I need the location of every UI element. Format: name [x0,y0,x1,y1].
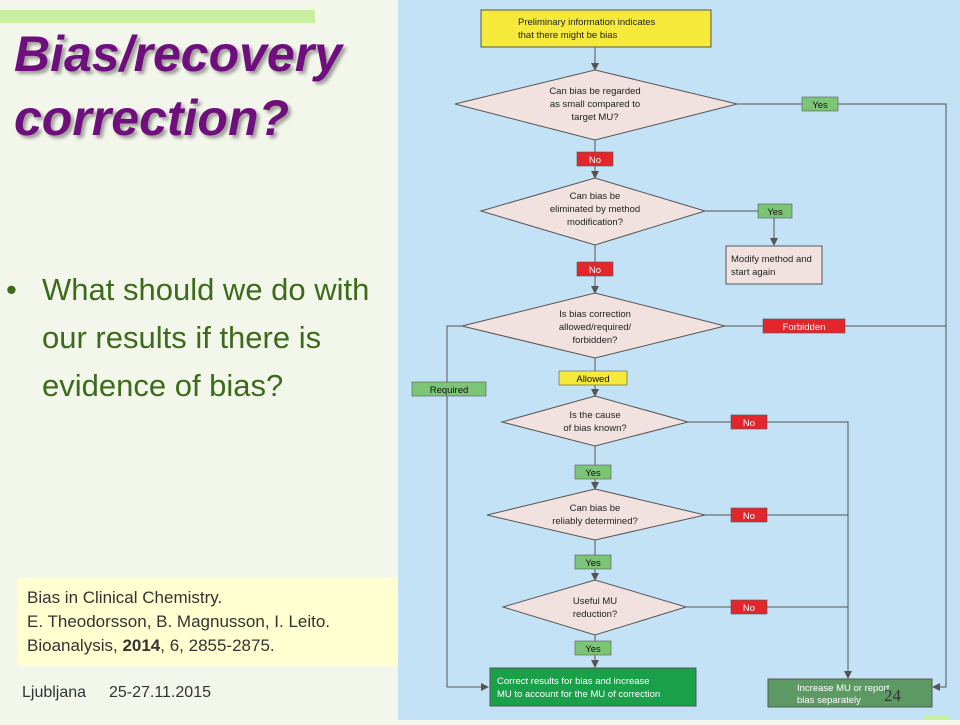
title-line-1: Bias/recovery [14,26,343,82]
svg-text:bias separately: bias separately [797,695,861,706]
flowchart: Preliminary information indicates that t… [411,9,947,708]
svg-text:eliminated by method: eliminated by method [550,204,640,215]
start-box: Preliminary information indicates that t… [480,9,712,48]
footer-dates: 25-27.11.2015 [108,684,211,701]
label-no-4: No [730,414,768,430]
modify-method-box: Modify method and start again [725,245,823,285]
svg-text:Required: Required [430,385,469,396]
slide-title: Bias/recovery correction? [14,22,342,150]
svg-text:of bias known?: of bias known? [563,423,626,434]
svg-text:reliably determined?: reliably determined? [552,516,638,527]
label-yes-4: Yes [574,464,612,480]
svg-text:Modify method and: Modify method and [731,254,812,265]
svg-text:No: No [743,418,755,429]
label-allowed: Allowed [558,370,628,386]
svg-text:Is bias correction: Is bias correction [559,309,631,320]
svg-text:Yes: Yes [767,207,783,218]
label-yes-1: Yes [801,96,839,112]
label-yes-6: Yes [574,640,612,656]
increase-mu-box: Increase MU or report bias separately [767,678,933,708]
decision-bias-eliminated: Can bias be eliminated by method modific… [479,177,707,246]
connector-lines [446,47,947,691]
label-yes-2: Yes [757,203,793,219]
label-no-1: No [576,151,614,167]
svg-text:that there might be bias: that there might be bias [518,30,618,41]
label-no-6: No [730,599,768,615]
svg-text:Yes: Yes [585,644,601,655]
svg-text:Correct results for bias and i: Correct results for bias and increase [497,676,650,687]
svg-text:MU to account for the MU of co: MU to account for the MU of correction [497,689,660,700]
svg-text:Yes: Yes [585,468,601,479]
bullet-icon: • [6,272,17,307]
title-accent-bar [0,10,315,23]
svg-text:No: No [589,265,601,276]
svg-text:No: No [743,511,755,522]
reference-year: 2014 [122,636,161,655]
svg-text:Can bias be: Can bias be [570,191,621,202]
svg-text:forbidden?: forbidden? [573,335,618,346]
svg-text:Forbidden: Forbidden [783,322,826,333]
decision-bias-correction-allowed: Is bias correction allowed/required/ for… [461,292,726,359]
footer-accent-bar [924,715,950,720]
svg-text:Yes: Yes [585,558,601,569]
svg-text:Can bias be: Can bias be [570,503,621,514]
decision-useful-mu-reduction: Useful MU reduction? [501,579,688,636]
footer-location: Ljubljana [22,684,87,701]
svg-text:start again: start again [731,267,775,278]
reference-title: Bias in Clinical Chemistry. [27,588,223,607]
svg-text:as small compared to: as small compared to [550,99,640,110]
bullet-point: • What should we do with our results if … [6,266,398,410]
label-required: Required [411,381,487,397]
label-forbidden: Forbidden [762,318,846,334]
label-yes-5: Yes [574,554,612,570]
svg-text:Is the cause: Is the cause [569,410,620,421]
svg-text:No: No [589,155,601,166]
label-no-2: No [576,261,614,277]
svg-text:Useful MU: Useful MU [573,596,617,607]
label-no-5: No [730,507,768,523]
svg-text:reduction?: reduction? [573,609,617,620]
flowchart-panel: Preliminary information indicates that t… [398,0,960,720]
reference-journal: Bioanalysis, 2014, 6, 2855-2875. [27,636,275,655]
reference-box: Bias in Clinical Chemistry. E. Theodorss… [18,578,421,666]
decision-bias-small: Can bias be regarded as small compared t… [454,69,738,141]
page-number: 24 [884,686,901,705]
slide-footer: Ljubljana 25-27.11.2015 [22,684,211,702]
svg-text:No: No [743,603,755,614]
reference-authors: E. Theodorsson, B. Magnusson, I. Leito. [27,612,331,631]
svg-text:Increase MU or report: Increase MU or report [797,683,890,694]
svg-text:Allowed: Allowed [576,374,609,385]
svg-text:Preliminary information indica: Preliminary information indicates [518,17,656,28]
svg-text:target MU?: target MU? [572,112,619,123]
correct-results-box: Correct results for bias and increase MU… [489,667,697,707]
svg-text:allowed/required/: allowed/required/ [559,322,632,333]
svg-text:Can bias be regarded: Can bias be regarded [549,86,640,97]
svg-text:Yes: Yes [812,100,828,111]
decision-cause-known: Is the cause of bias known? [500,395,690,447]
bullet-text: What should we do with our results if th… [42,272,370,403]
title-line-2: correction? [14,90,290,146]
decision-reliably-determined: Can bias be reliably determined? [486,488,706,541]
svg-text:modification?: modification? [567,217,623,228]
